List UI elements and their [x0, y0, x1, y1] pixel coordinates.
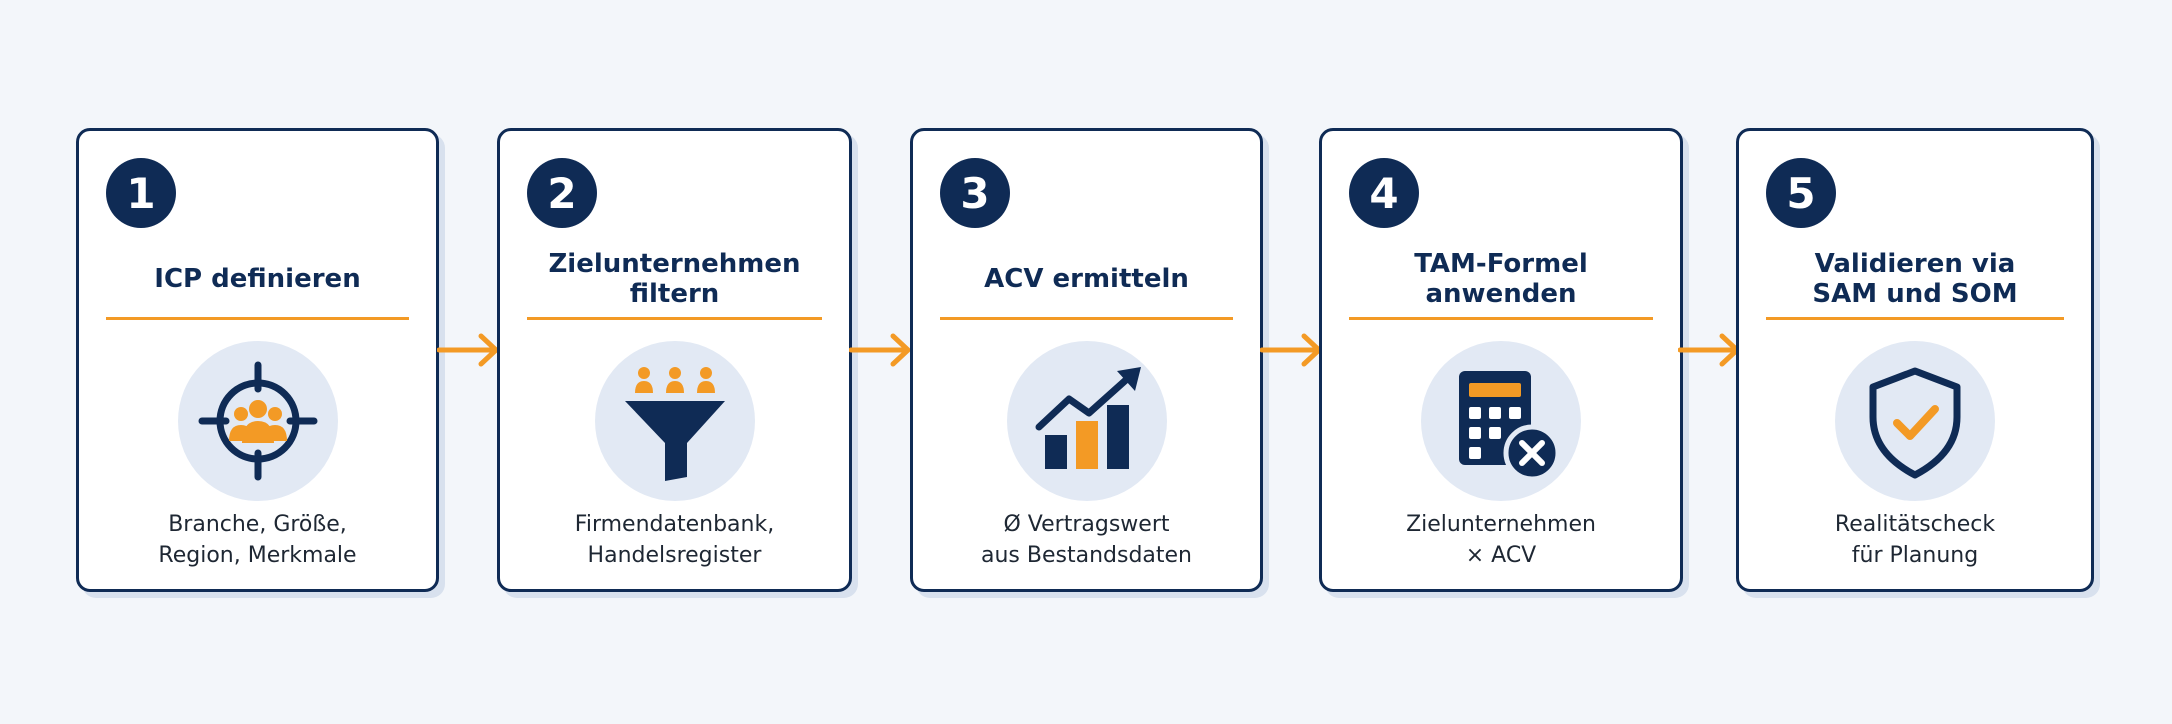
growth-chart-icon — [1006, 341, 1167, 501]
arrow-right-icon — [849, 333, 911, 367]
step-number-badge: 1 — [106, 158, 176, 228]
arrow-right-icon — [437, 333, 499, 367]
step-card-3: 3 ACV ermitteln Ø Vertragswert aus Besta… — [910, 128, 1263, 592]
step-description: Realitätscheck für Planung — [1834, 512, 1996, 568]
arrow-right-icon — [1678, 333, 1740, 367]
divider — [1766, 317, 2064, 320]
divider — [527, 317, 822, 320]
divider — [940, 317, 1233, 320]
divider — [1349, 317, 1653, 320]
calculator-icon — [1421, 341, 1581, 501]
step-number-badge: 2 — [527, 158, 597, 228]
step-description: Ø Vertragswert aus Bestandsdaten — [981, 512, 1192, 568]
step-description: Firmendatenbank, Handelsregister — [574, 512, 775, 568]
shield-check-icon — [1835, 341, 1995, 501]
step-description: Branche, Größe, Region, Merkmale — [158, 512, 357, 568]
divider — [106, 317, 409, 320]
step-number-badge: 4 — [1349, 158, 1419, 228]
arrow-right-icon — [1260, 333, 1322, 367]
step-description: Zielunternehmen × ACV — [1406, 512, 1596, 568]
step-number-badge: 5 — [1766, 158, 1836, 228]
step-number-badge: 3 — [940, 158, 1010, 228]
target-people-icon — [177, 341, 338, 501]
step-title: ACV ermitteln — [984, 264, 1189, 294]
step-card-1: 1 ICP definieren Branche, Größe, Region,… — [76, 128, 439, 592]
step-title: ICP definieren — [154, 264, 361, 294]
funnel-icon — [594, 341, 755, 501]
